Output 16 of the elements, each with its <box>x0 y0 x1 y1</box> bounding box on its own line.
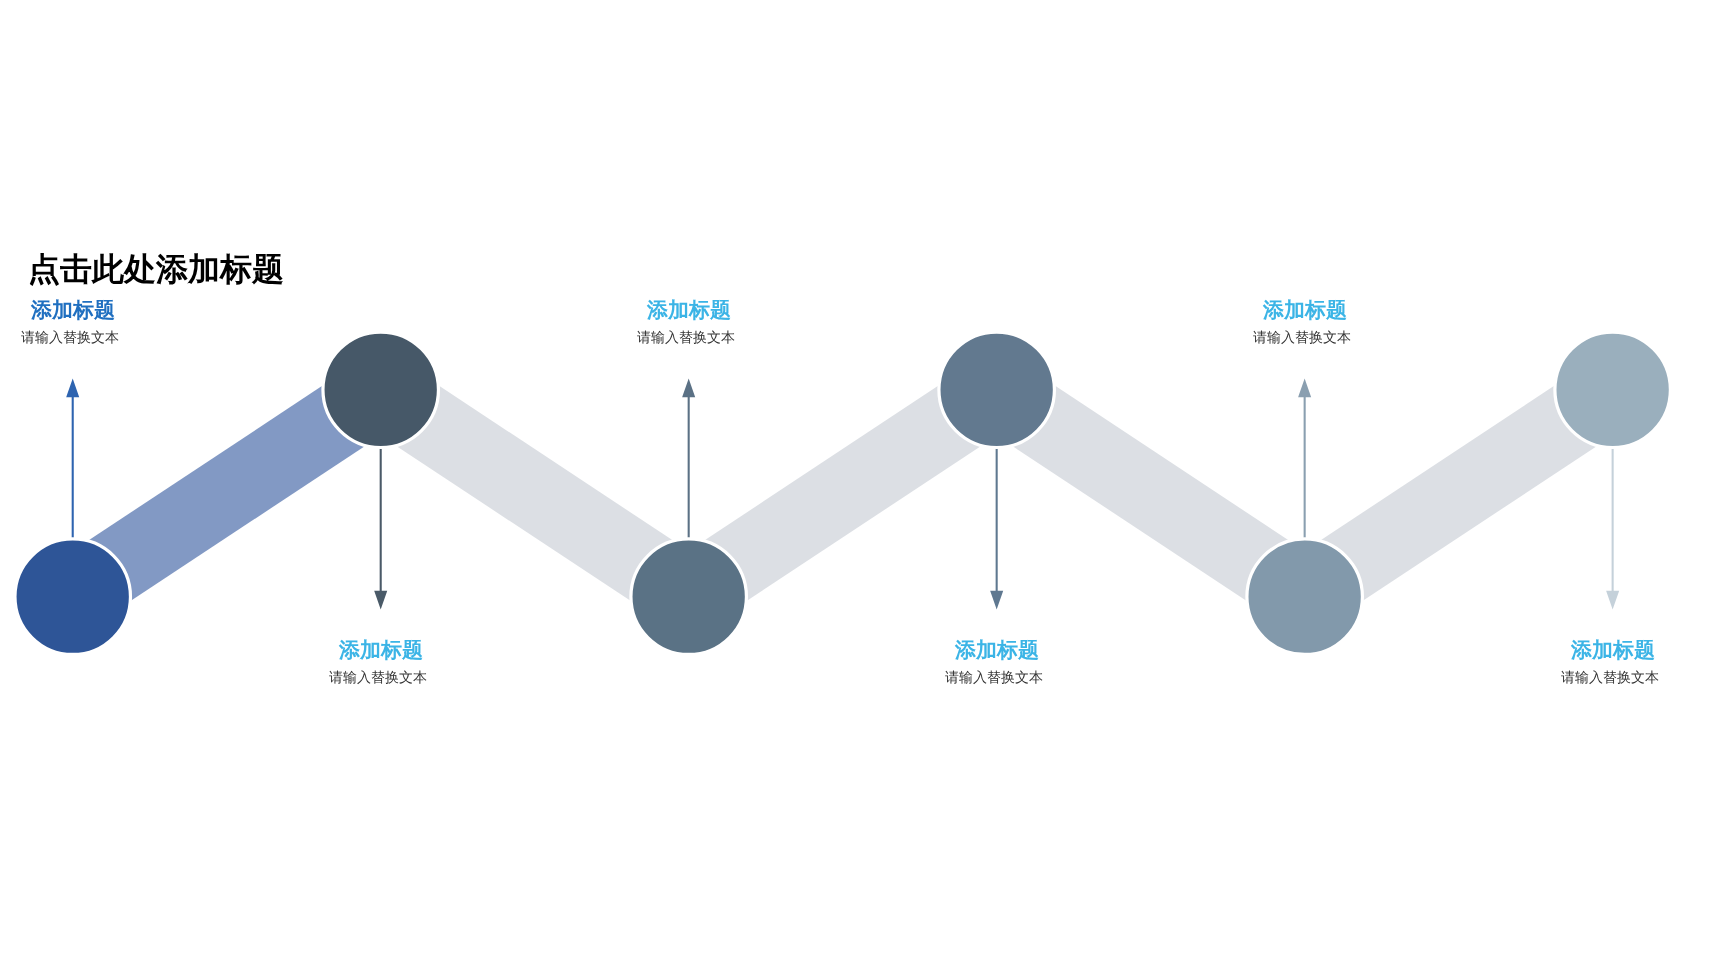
node-text: 添加标题 请输入替换文本 <box>637 297 736 345</box>
arrow <box>1606 447 1620 609</box>
arrow <box>682 378 696 538</box>
node-circle <box>1245 536 1364 656</box>
arrow <box>374 447 388 609</box>
node-text: 添加标题 请输入替换文本 <box>329 637 428 685</box>
node-text: 添加标题 请输入替换文本 <box>945 637 1044 685</box>
arrow <box>66 378 80 538</box>
node-circle <box>13 536 133 656</box>
node-circle <box>629 536 749 656</box>
arrow <box>1298 378 1312 538</box>
node-text: 添加标题 请输入替换文本 <box>21 297 120 345</box>
arrow <box>990 447 1004 609</box>
node-text: 添加标题 请输入替换文本 <box>1253 297 1352 345</box>
node-text: 添加标题 请输入替换文本 <box>1561 637 1660 685</box>
diagram-title: 点击此处添加标题 <box>27 249 284 288</box>
